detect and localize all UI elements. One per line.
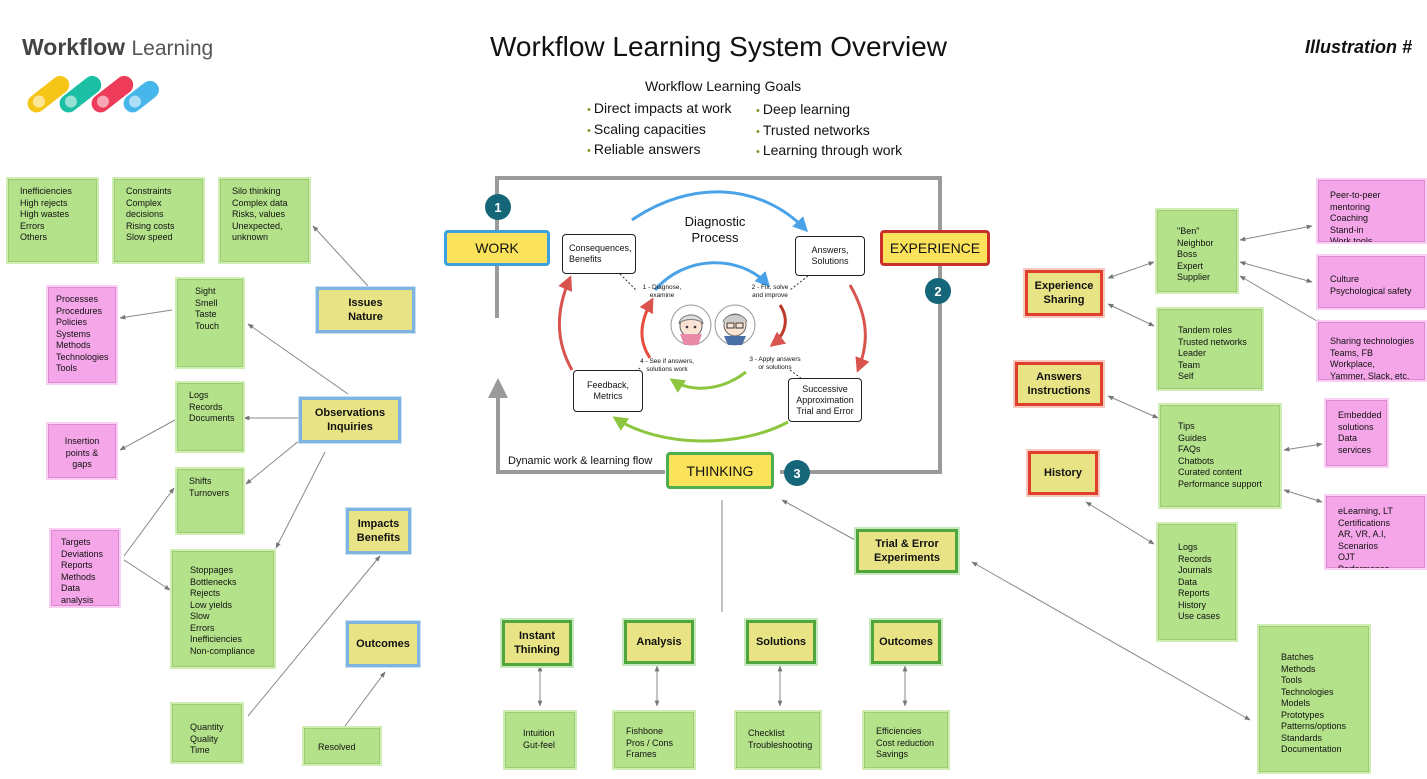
elearning-box: eLearning, LT Certifications AR, VR, A.I… <box>1324 494 1427 570</box>
step-number-1: 1 <box>485 194 511 220</box>
constraints-box: Constraints Complex decisions Rising cos… <box>112 177 205 264</box>
experience-sharing-label: Experience Sharing <box>1025 270 1103 316</box>
successive-box: Successive Approximation Trial and Error <box>788 378 862 422</box>
processes-box: Processes Procedures Policies Systems Me… <box>46 285 118 385</box>
resolved-box: Resolved <box>302 726 382 766</box>
diagnostic-title: Diagnostic Process <box>684 214 746 245</box>
history-label: History <box>1028 451 1098 495</box>
silo-box: Silo thinking Complex data Risks, values… <box>218 177 311 264</box>
thinking-label: THINKING <box>666 452 774 489</box>
embedded-box: Embedded solutions Data services <box>1324 398 1389 468</box>
logs-box: Logs Records Documents <box>175 381 245 453</box>
work-label: WORK <box>444 230 550 266</box>
goal-item: •Trusted networks <box>756 121 870 138</box>
batches-box: Batches Methods Tools Technologies Model… <box>1257 624 1371 774</box>
peer-box: Peer-to-peer mentoring Coaching Stand-in… <box>1316 178 1427 244</box>
goal-item: •Learning through work <box>756 142 903 158</box>
senses-box: Sight Smell Taste Touch <box>175 277 245 369</box>
inefficiencies-box: Inefficiencies High rejects High wastes … <box>6 177 99 264</box>
goals-heading: Workflow Learning Goals <box>645 78 802 94</box>
brand-light: Learning <box>131 37 214 60</box>
outcomes-label-bottom: Outcomes <box>871 620 941 664</box>
page-title: Workflow Learning System Overview <box>490 31 947 62</box>
step-2-text: 2 - Fix, solve and improve <box>751 284 789 299</box>
efficiencies-box: Efficiencies Cost reduction Savings <box>862 710 950 770</box>
experience-label: EXPERIENCE <box>880 230 990 266</box>
stoppages-box: Stoppages Bottlenecks Rejects Low yields… <box>170 549 276 669</box>
goal-item: •Deep learning <box>756 101 851 117</box>
sharing-tech-box: Sharing technologies Teams, FB Workplace… <box>1316 320 1427 382</box>
trial-error-label: Trial & Error Experiments <box>856 529 958 573</box>
consequences-box: Consequences, Benefits <box>562 234 636 274</box>
pills-icon <box>27 75 159 113</box>
goal-item: •Reliable answers <box>587 141 701 157</box>
outcomes-label-left: Outcomes <box>346 621 420 667</box>
tandem-box: Tandem roles Trusted networks Leader Tea… <box>1156 307 1264 391</box>
analysis-label: Analysis <box>624 620 694 664</box>
insertion-box: Insertion points & gaps <box>46 422 118 480</box>
brand-bold: Workflow <box>22 34 126 60</box>
ben-box: "Ben" Neighbor Boss Expert Supplier <box>1155 208 1239 294</box>
observations-label: Observations Inquiries <box>299 397 401 443</box>
step-number-2: 2 <box>925 278 951 304</box>
shifts-box: Shifts Turnovers <box>175 467 245 535</box>
woman-avatar-icon <box>670 304 712 346</box>
goal-item: •Direct impacts at work <box>587 100 732 116</box>
brand-logo: Workflow Learning <box>22 34 213 121</box>
instant-thinking-label: Instant Thinking <box>502 620 572 666</box>
step-3-text: 3 - Apply answers or solutions <box>749 356 801 371</box>
impacts-benefits-label: Impacts Benefits <box>346 508 411 554</box>
step-4-text: 4 - See if answers, solutions work <box>640 358 694 373</box>
issues-nature-label: Issues Nature <box>316 287 415 333</box>
answers-instructions-label: Answers Instructions <box>1015 362 1103 406</box>
step-1-text: 1 - Diagnose, examine <box>642 284 682 299</box>
culture-box: Culture Psychological safety <box>1316 254 1427 310</box>
history-logs-box: Logs Records Journals Data Reports Histo… <box>1156 522 1238 642</box>
checklist-box: Checklist Troubleshooting <box>734 710 822 770</box>
flow-label: Dynamic work & learning flow <box>508 455 653 467</box>
quantity-box: Quantity Quality Time <box>170 702 244 764</box>
feedback-box: Feedback, Metrics <box>573 370 643 412</box>
answers-box: Answers, Solutions <box>795 236 865 276</box>
targets-box: Targets Deviations Reports Methods Data … <box>49 528 121 608</box>
goals-right: •Deep learning •Trusted networks •Learni… <box>756 100 902 162</box>
fishbone-box: Fishbone Pros / Cons Frames <box>612 710 696 770</box>
illustration-label: Illustration # <box>1305 37 1413 57</box>
tips-box: Tips Guides FAQs Chatbots Curated conten… <box>1158 403 1282 509</box>
goals-left: •Direct impacts at work •Scaling capacit… <box>587 99 732 161</box>
solutions-label: Solutions <box>746 620 816 664</box>
intuition-box: Intuition Gut-feel <box>503 710 577 770</box>
goal-item: •Scaling capacities <box>587 120 706 137</box>
step-number-3: 3 <box>784 460 810 486</box>
man-avatar-icon <box>714 304 756 346</box>
